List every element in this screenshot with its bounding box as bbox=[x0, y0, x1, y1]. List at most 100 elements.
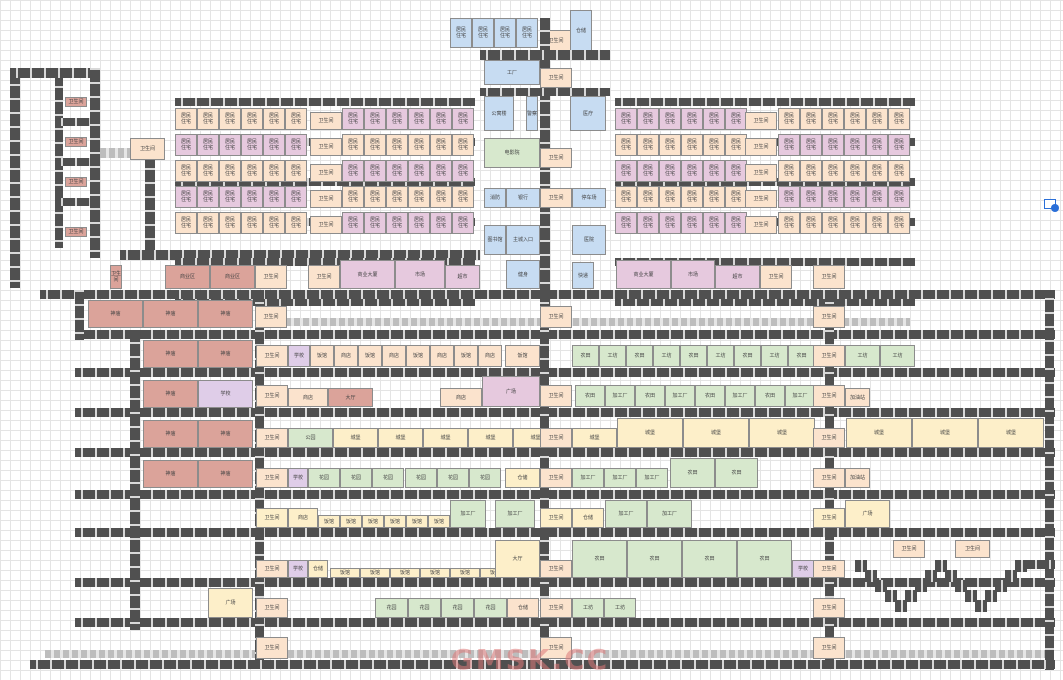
building-hr[interactable]: 居民 住宅 bbox=[659, 108, 681, 130]
building-residence[interactable]: 居民 住宅 bbox=[494, 18, 516, 48]
building-commercial[interactable]: 商业区 bbox=[210, 265, 255, 289]
building-restroom[interactable]: 卫生间 bbox=[540, 428, 572, 448]
building-factory[interactable]: 加工厂 bbox=[647, 500, 692, 528]
building-hr[interactable]: 居民 住宅 bbox=[725, 212, 747, 234]
building-restroom[interactable]: 卫生间 bbox=[256, 428, 288, 448]
building-mall[interactable]: 商业大厦 bbox=[340, 260, 395, 289]
building-farm[interactable]: 农田 bbox=[788, 345, 815, 367]
building-temple[interactable]: 神庙 bbox=[143, 460, 198, 488]
building-warehouse[interactable]: 仓储 bbox=[572, 508, 604, 528]
building-castle[interactable]: 城堡 bbox=[749, 418, 815, 448]
building-hr[interactable]: 居民 住宅 bbox=[197, 186, 219, 208]
building-cinema[interactable]: 电影院 bbox=[484, 138, 540, 168]
building-restroom[interactable]: 卫生间 bbox=[256, 508, 288, 528]
building-hr[interactable]: 居民 住宅 bbox=[342, 160, 364, 182]
building-hr[interactable]: 居民 住宅 bbox=[408, 108, 430, 130]
building-hr[interactable]: 居民 住宅 bbox=[681, 134, 703, 156]
building-restroom[interactable]: 卫生间 bbox=[813, 428, 845, 448]
building-restroom[interactable]: 卫生间 bbox=[256, 598, 288, 618]
building-hr[interactable]: 居民 住宅 bbox=[219, 212, 241, 234]
building-plaza[interactable]: 广场 bbox=[845, 500, 890, 528]
building-restroom[interactable]: 卫生间 bbox=[540, 385, 572, 407]
building-market[interactable]: 市场 bbox=[671, 260, 715, 289]
building-hr[interactable]: 居民 住宅 bbox=[219, 134, 241, 156]
building-gas-station[interactable]: 加油站 bbox=[845, 468, 870, 488]
building-hr[interactable]: 居民 住宅 bbox=[219, 186, 241, 208]
building-restroom[interactable]: 卫生间 bbox=[130, 138, 165, 160]
building-hr[interactable]: 居民 住宅 bbox=[452, 108, 474, 130]
building-hr[interactable]: 居民 住宅 bbox=[175, 134, 197, 156]
building-restroom[interactable]: 卫生间 bbox=[540, 560, 572, 578]
building-clinic[interactable]: 卫生间 bbox=[65, 97, 87, 107]
building-hr[interactable]: 居民 住宅 bbox=[888, 108, 910, 130]
building-restroom[interactable]: 卫生间 bbox=[540, 68, 572, 88]
building-hr[interactable]: 居民 住宅 bbox=[659, 212, 681, 234]
building-restroom[interactable]: 卫生间 bbox=[745, 112, 777, 130]
building-hr[interactable]: 居民 住宅 bbox=[615, 212, 637, 234]
building-clinic[interactable]: 卫生间 bbox=[65, 227, 87, 237]
building-farm[interactable]: 农田 bbox=[572, 540, 627, 578]
building-hr[interactable]: 居民 住宅 bbox=[703, 160, 725, 182]
building-hr[interactable]: 居民 住宅 bbox=[659, 160, 681, 182]
building-farm[interactable]: 农田 bbox=[715, 458, 758, 488]
building-hr[interactable]: 居民 住宅 bbox=[263, 134, 285, 156]
building-hr[interactable]: 居民 住宅 bbox=[800, 212, 822, 234]
building-farm[interactable]: 农田 bbox=[572, 345, 599, 367]
building-hr[interactable]: 居民 住宅 bbox=[408, 160, 430, 182]
building-farm[interactable]: 加工厂 bbox=[785, 385, 815, 407]
building-temple[interactable]: 神庙 bbox=[198, 340, 253, 368]
building-hr[interactable]: 居民 住宅 bbox=[285, 186, 307, 208]
building-restroom[interactable]: 卫生间 bbox=[256, 468, 288, 488]
building-restroom[interactable]: 卫生间 bbox=[745, 190, 777, 208]
building-school[interactable]: 学校 bbox=[288, 560, 308, 578]
building-hr[interactable]: 居民 住宅 bbox=[822, 160, 844, 182]
building-eatery[interactable]: 饭馆 bbox=[330, 568, 360, 578]
building-hr[interactable]: 居民 住宅 bbox=[800, 134, 822, 156]
building-hr[interactable]: 居民 住宅 bbox=[703, 212, 725, 234]
building-hr[interactable]: 居民 住宅 bbox=[285, 212, 307, 234]
building-hr[interactable]: 居民 住宅 bbox=[866, 108, 888, 130]
building-farm[interactable]: 农田 bbox=[670, 458, 715, 488]
building-factory[interactable]: 加工厂 bbox=[636, 468, 668, 488]
building-hr[interactable]: 居民 住宅 bbox=[615, 186, 637, 208]
building-eatery[interactable]: 饭馆 bbox=[340, 515, 362, 528]
building-shop[interactable]: 饭馆 bbox=[454, 345, 478, 367]
building-hr[interactable]: 居民 住宅 bbox=[703, 134, 725, 156]
building-hr[interactable]: 居民 住宅 bbox=[430, 134, 452, 156]
building-hr[interactable]: 居民 住宅 bbox=[408, 212, 430, 234]
building-residence[interactable]: 居民 住宅 bbox=[516, 18, 538, 48]
building-ff[interactable]: 饭馆 bbox=[505, 345, 540, 367]
building-hr[interactable]: 居民 住宅 bbox=[637, 108, 659, 130]
building-hr[interactable]: 居民 住宅 bbox=[844, 108, 866, 130]
building-restroom[interactable]: 卫生间 bbox=[256, 637, 288, 659]
building-hr[interactable]: 居民 住宅 bbox=[844, 212, 866, 234]
building-temple[interactable]: 神庙 bbox=[143, 420, 198, 448]
building-restroom[interactable]: 卫生间 bbox=[110, 265, 122, 289]
building-hr[interactable]: 居民 住宅 bbox=[263, 108, 285, 130]
building-restroom[interactable]: 卫生间 bbox=[540, 148, 572, 168]
building-factory[interactable]: 加工厂 bbox=[572, 468, 604, 488]
building-hr[interactable]: 居民 住宅 bbox=[263, 186, 285, 208]
building-garden[interactable]: 花园 bbox=[340, 468, 372, 488]
building-factory[interactable]: 加工厂 bbox=[605, 500, 647, 528]
building-factory[interactable]: 工厂 bbox=[484, 60, 540, 85]
building-hr[interactable]: 居民 住宅 bbox=[778, 160, 800, 182]
building-castle[interactable]: 城堡 bbox=[978, 418, 1044, 448]
building-gas-station[interactable]: 加油站 bbox=[845, 388, 870, 407]
building-medical[interactable]: 医疗 bbox=[570, 96, 606, 131]
building-castle[interactable]: 城堡 bbox=[423, 428, 468, 448]
building-hr[interactable]: 居民 住宅 bbox=[430, 186, 452, 208]
building-apartment[interactable]: 公寓楼 bbox=[484, 96, 514, 131]
building-hr[interactable]: 居民 住宅 bbox=[778, 108, 800, 130]
building-farm[interactable]: 农田 bbox=[737, 540, 792, 578]
building-garden[interactable]: 花园 bbox=[469, 468, 501, 488]
building-shop[interactable]: 商店 bbox=[288, 388, 328, 407]
building-hr[interactable]: 居民 住宅 bbox=[866, 160, 888, 182]
building-restroom[interactable]: 卫生间 bbox=[813, 508, 845, 528]
building-castle[interactable]: 城堡 bbox=[468, 428, 513, 448]
building-police[interactable]: 警察 bbox=[526, 96, 538, 131]
building-hall[interactable]: 大厅 bbox=[495, 540, 540, 578]
building-shop[interactable]: 商店 bbox=[288, 508, 318, 528]
building-hr[interactable]: 居民 住宅 bbox=[342, 134, 364, 156]
building-restroom[interactable]: 卫生间 bbox=[540, 637, 572, 659]
